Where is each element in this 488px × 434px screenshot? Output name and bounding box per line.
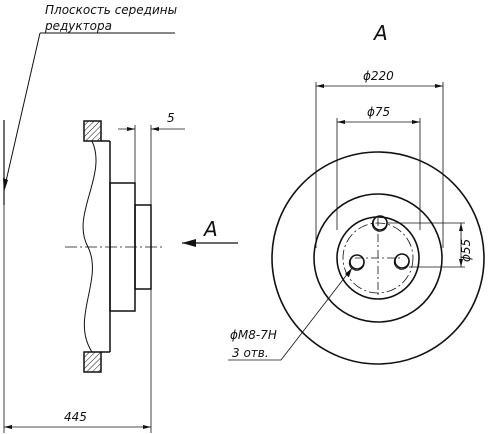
view-title-letter: A bbox=[372, 21, 388, 45]
dim-445 bbox=[3, 205, 152, 433]
thread-hole-top bbox=[371, 215, 388, 232]
thread-hole-right bbox=[393, 253, 410, 270]
dim-75-label: ϕ75 bbox=[367, 105, 390, 119]
holes-count-label: 3 отв. bbox=[232, 346, 269, 360]
dim-55 bbox=[388, 222, 465, 268]
dim-5-label: 5 bbox=[167, 111, 175, 125]
dim-5 bbox=[118, 125, 185, 205]
thread-callout-label: ϕM8-7H bbox=[230, 328, 277, 342]
thread-callout-leader bbox=[228, 267, 353, 361]
view-arrow-letter: A bbox=[202, 217, 218, 241]
dim-445-label: 445 bbox=[64, 410, 87, 424]
dim-55-label: ϕ55 bbox=[459, 239, 473, 262]
view-arrow bbox=[182, 239, 238, 247]
midplane-label-line2: редуктора bbox=[44, 19, 112, 33]
front-view bbox=[271, 151, 485, 365]
thread-hole-left bbox=[348, 254, 365, 271]
side-view-flange bbox=[65, 120, 162, 373]
dim-75 bbox=[336, 118, 421, 230]
midplane-leader bbox=[3, 32, 175, 205]
midplane-label-line1: Плоскость середины bbox=[45, 3, 177, 17]
dim-220 bbox=[315, 82, 444, 248]
dim-220-label: ϕ220 bbox=[363, 69, 394, 83]
